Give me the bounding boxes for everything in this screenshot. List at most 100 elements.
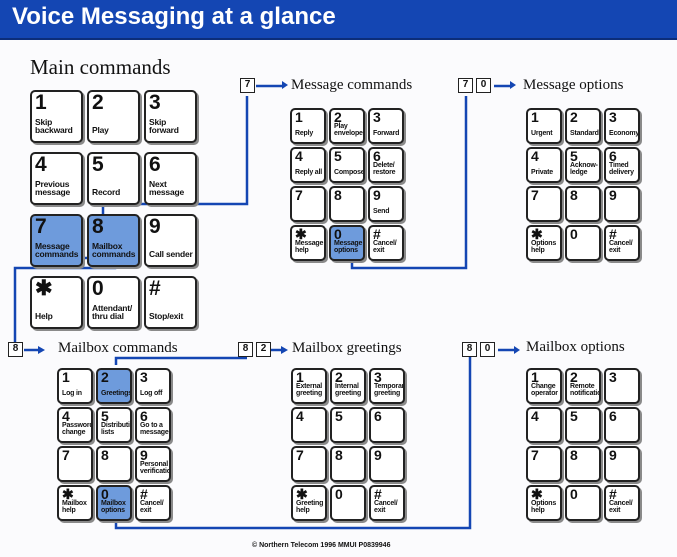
key-label: Log in <box>62 389 82 397</box>
key-label: Personal verification <box>140 460 171 475</box>
prefix-key-8: 8 <box>462 342 477 357</box>
message-commands-title: Message commands <box>291 77 413 93</box>
key-digit: 7 <box>62 447 70 463</box>
key-digit: 3 <box>149 91 161 114</box>
key-7: 7 <box>291 446 327 482</box>
key-digit: 8 <box>101 447 109 463</box>
key-digit: 2 <box>570 109 578 125</box>
key-digit: 2 <box>335 369 343 385</box>
key-star-greeting-help: ✱Greeting help <box>291 485 327 521</box>
key-5-distribution-lists: 5Distribution lists <box>96 407 132 443</box>
connector-7-0 <box>350 96 468 270</box>
key-label: Log off <box>140 389 163 397</box>
key-label: Password change <box>62 421 93 436</box>
key-star-options-help: ✱Options help <box>526 225 562 261</box>
key-digit: # <box>609 226 617 242</box>
key-label: Go to a message <box>140 421 169 436</box>
key-8: 8 <box>565 446 601 482</box>
key-label: Skip forward <box>149 116 179 136</box>
key-digit: 9 <box>609 447 617 463</box>
key-label: Message commands <box>35 240 79 260</box>
key-label: Internal greeting <box>335 382 362 397</box>
key-star-options-help: ✱Options help <box>526 485 562 521</box>
key-label: Economy <box>609 129 640 137</box>
key-digit: 4 <box>295 148 303 164</box>
key-label: Acknow- ledge <box>570 161 598 176</box>
key-3: 3 <box>604 368 640 404</box>
key-digit: 7 <box>35 215 47 238</box>
key-label: Cancel/ exit <box>373 239 397 254</box>
key-label: Play <box>92 125 109 136</box>
key-0: 0 <box>565 485 601 521</box>
key-digit: 1 <box>531 109 539 125</box>
connector-8-0 <box>114 354 472 530</box>
key-digit: 6 <box>609 408 617 424</box>
key-label: Reply <box>295 129 314 137</box>
key-9: 9 <box>604 446 640 482</box>
key-digit: 3 <box>140 369 148 385</box>
key-digit: # <box>140 486 148 502</box>
key-label: Cancel/ exit <box>609 239 633 254</box>
key-label: Play envelope <box>334 122 363 137</box>
key-label: Compose <box>334 168 365 176</box>
key-digit: 2 <box>101 369 109 385</box>
key-label: Standard <box>570 129 599 137</box>
key-digit: 4 <box>531 148 539 164</box>
key-label: Cancel/ exit <box>609 499 633 514</box>
key-label: Reply all <box>295 168 322 176</box>
copyright-footer: © Northern Telecom 1996 MMUI P0839946 <box>252 542 391 549</box>
key-label: Private <box>531 168 553 176</box>
key-digit: 8 <box>570 187 578 203</box>
key-digit: 8 <box>570 447 578 463</box>
title-banner: Voice Messaging at a glance <box>0 0 677 40</box>
key-digit: 3 <box>374 369 382 385</box>
key-8: 8 <box>565 186 601 222</box>
key-digit: 9 <box>149 215 161 238</box>
key-digit: 3 <box>373 109 381 125</box>
key-digit: 7 <box>295 187 303 203</box>
key-pound-cancel-exit: #Cancel/ exit <box>604 485 640 521</box>
key-label: External greeting <box>296 382 323 397</box>
connector-8-2 <box>114 356 247 365</box>
key-6: 6 <box>369 407 405 443</box>
key-digit: 5 <box>570 408 578 424</box>
key-5: 5 <box>565 407 601 443</box>
key-7: 7 <box>526 446 562 482</box>
key-digit: # <box>374 486 382 502</box>
key-pound-stop-exit: #Stop/exit <box>144 276 197 329</box>
key-label: Forward <box>373 129 400 137</box>
key-digit: 2 <box>570 369 578 385</box>
key-6: 6 <box>604 407 640 443</box>
key-digit: 1 <box>62 369 70 385</box>
key-label: Message help <box>295 239 324 254</box>
arrowhead <box>268 346 288 354</box>
key-4: 4 <box>291 407 327 443</box>
key-digit: 0 <box>101 486 109 502</box>
page-title: Voice Messaging at a glance <box>12 3 336 30</box>
key-digit: 7 <box>296 447 304 463</box>
key-digit: 7 <box>531 447 539 463</box>
key-7: 7 <box>526 186 562 222</box>
key-digit: 0 <box>335 486 343 502</box>
key-label: Options help <box>531 499 557 514</box>
key-digit: 0 <box>570 486 578 502</box>
